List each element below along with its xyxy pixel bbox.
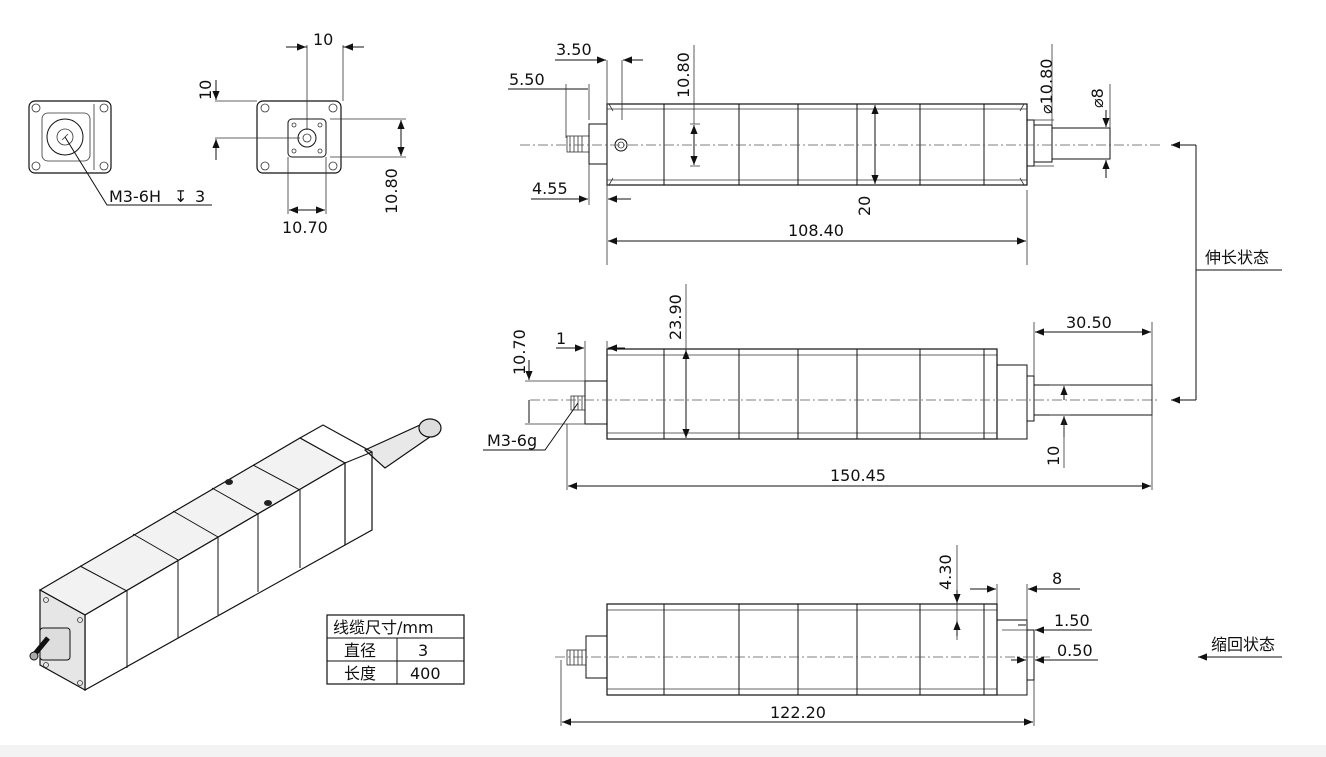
ret-dim-0-50: 0.50 bbox=[1057, 641, 1093, 660]
end-view-depth-value: 3 bbox=[195, 187, 205, 206]
cable-table: 线缆尺寸/mm 直径 3 长度 400 bbox=[326, 614, 465, 685]
actuator-body-extended bbox=[606, 103, 1028, 186]
depth-symbol-icon: ↧ bbox=[174, 187, 187, 206]
side-dim-108-40: 108.40 bbox=[788, 221, 844, 240]
ret-dim-122-20: 122.20 bbox=[770, 703, 826, 722]
state-bracket: 伸长状态 缩回状态 bbox=[1171, 141, 1282, 661]
extended-side-view: 3.50 5.50 4.55 10.80 20 108.40 ⌀10.80 ⌀8 bbox=[508, 40, 1160, 265]
top-dim-10: 10 bbox=[1044, 446, 1063, 466]
front-view-outline bbox=[256, 100, 342, 174]
top-dim-23-90: 23.90 bbox=[666, 294, 685, 340]
extended-top-view: 1 10.70 23.90 30.50 10 150.45 M3-6g bbox=[483, 284, 1160, 490]
ret-dim-8: 8 bbox=[1052, 569, 1062, 588]
end-view-thread-callout: M3-6H bbox=[109, 187, 161, 206]
front-dim-top: 10 bbox=[313, 30, 333, 49]
bottom-strip bbox=[0, 745, 1326, 757]
side-dim-3-50: 3.50 bbox=[556, 40, 592, 59]
front-dim-right: 10.80 bbox=[382, 168, 401, 214]
top-dim-150-45: 150.45 bbox=[830, 466, 886, 485]
cable-table-header: 线缆尺寸/mm bbox=[333, 618, 434, 637]
front-dim-bottom: 10.70 bbox=[282, 218, 328, 237]
end-view: M3-6H ↧ 3 bbox=[28, 100, 212, 206]
shaft-circle-icon bbox=[46, 118, 84, 156]
cable-row-length-value: 400 bbox=[410, 664, 441, 683]
ret-dim-4-30: 4.30 bbox=[936, 554, 955, 590]
top-dim-1: 1 bbox=[556, 329, 566, 348]
side-dim-4-55: 4.55 bbox=[532, 179, 568, 198]
front-view: 10 10 10.80 10.70 bbox=[196, 30, 406, 237]
side-dim-5-50: 5.50 bbox=[509, 70, 545, 89]
mount-hole-icon bbox=[31, 103, 41, 113]
retracted-state-label: 缩回状态 bbox=[1211, 635, 1275, 654]
top-dim-10-70: 10.70 bbox=[510, 329, 529, 375]
actuator-body-top bbox=[606, 348, 998, 440]
top-thread-callout: M3-6g bbox=[487, 431, 537, 450]
actuator-body-retracted bbox=[606, 603, 998, 696]
side-dim-10-80: 10.80 bbox=[674, 52, 693, 98]
extended-state-label: 伸长状态 bbox=[1205, 248, 1269, 267]
side-dim-dia-8: ⌀8 bbox=[1088, 88, 1107, 108]
cable-row-diameter-value: 3 bbox=[418, 641, 428, 660]
retracted-view: 4.30 8 1.50 0.50 122.20 bbox=[555, 545, 1098, 726]
side-dim-20: 20 bbox=[855, 196, 874, 216]
ret-dim-1-50: 1.50 bbox=[1054, 611, 1090, 630]
isometric-view bbox=[29, 418, 442, 692]
end-view-outline bbox=[28, 100, 112, 174]
front-dim-left: 10 bbox=[196, 80, 215, 100]
cable-row-length-name: 长度 bbox=[344, 664, 376, 683]
side-dim-dia-10-80: ⌀10.80 bbox=[1037, 59, 1056, 114]
cable-row-diameter-name: 直径 bbox=[344, 641, 376, 660]
top-dim-30-50: 30.50 bbox=[1066, 313, 1112, 332]
